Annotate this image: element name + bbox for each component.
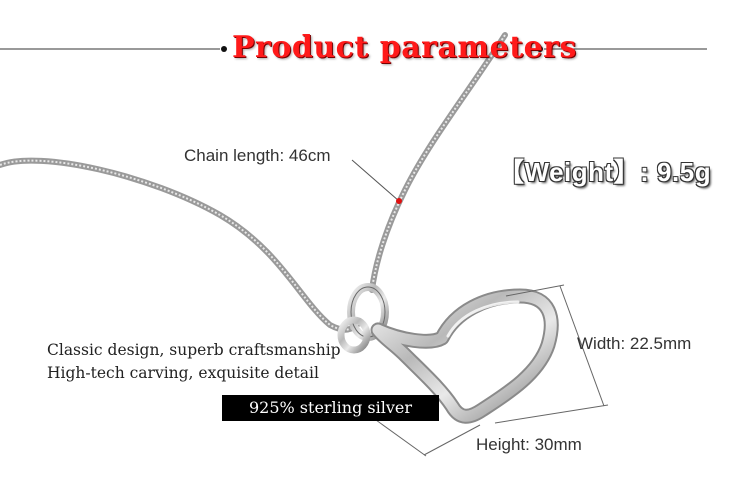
title-divider: [0, 46, 707, 52]
width-label: Width: 22.5mm: [577, 334, 692, 353]
material-badge: 925% sterling silver: [222, 395, 439, 421]
chain-length-pointer: [351, 159, 402, 204]
pendant-bail: [337, 283, 389, 354]
description-line-2: High-tech carving, exquisite detail: [47, 364, 319, 382]
weight-label: 【Weight】: 9.5g: [498, 157, 712, 187]
page-title: Product parameters: [232, 30, 577, 65]
chain-length-label: Chain length: 46cm: [184, 146, 331, 165]
height-label: Height: 30mm: [476, 435, 582, 454]
snake-chain: [0, 32, 508, 333]
heart-pendant: [370, 288, 559, 424]
description-line-1: Classic design, superb craftsmanship: [47, 341, 341, 359]
width-dimension: [494, 284, 609, 424]
